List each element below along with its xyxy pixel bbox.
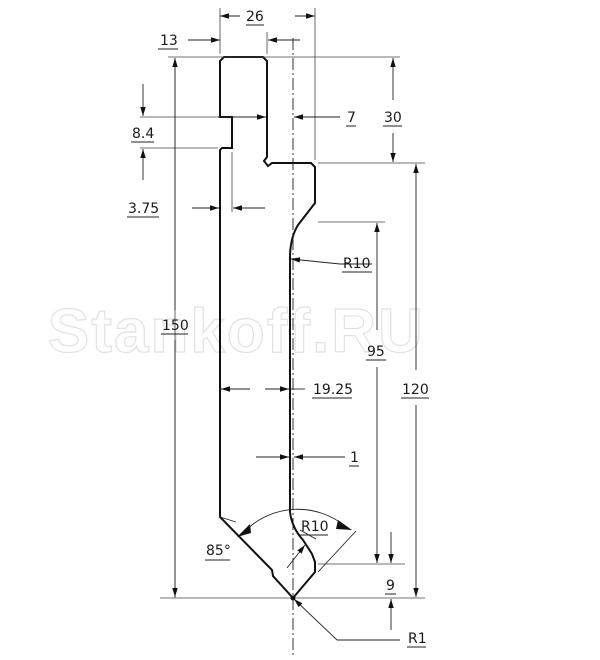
- dim-tang-offset: 13: [160, 33, 178, 49]
- dim-neck-height: 95: [367, 344, 385, 360]
- dim-tip-radius-upper: R10: [301, 519, 329, 535]
- punch-outline: [219, 56, 316, 600]
- dim-tip-radius: R1: [408, 631, 427, 647]
- angle-arrow-left: [237, 524, 251, 537]
- dim-groove-height: 8.4: [132, 126, 154, 142]
- dim-tip-angle: 85°: [206, 543, 231, 559]
- angle-arrow-right: [336, 520, 352, 530]
- tip-point: [290, 595, 296, 601]
- dim-body-to-axis: 19.25: [313, 382, 353, 398]
- dim-axis-offset: 1: [350, 450, 359, 466]
- dim-groove-depth: 3.75: [128, 201, 159, 217]
- dim-tang-height: 30: [384, 110, 402, 126]
- dim-tang-to-axis: 7: [347, 110, 356, 126]
- dimension-labels: 26 13 7 30 8.4 3.75 150 95 120 19.25 1 R…: [127, 9, 429, 648]
- watermark: Stankoff.RU: [48, 297, 425, 366]
- dimension-lines: [140, 13, 419, 641]
- dim-neck-radius: R10: [343, 256, 371, 272]
- dim-total-height: 150: [162, 318, 189, 334]
- dim-working-height: 120: [402, 382, 429, 398]
- dim-tip-height: 9: [386, 578, 395, 594]
- dim-top-width: 26: [246, 9, 264, 25]
